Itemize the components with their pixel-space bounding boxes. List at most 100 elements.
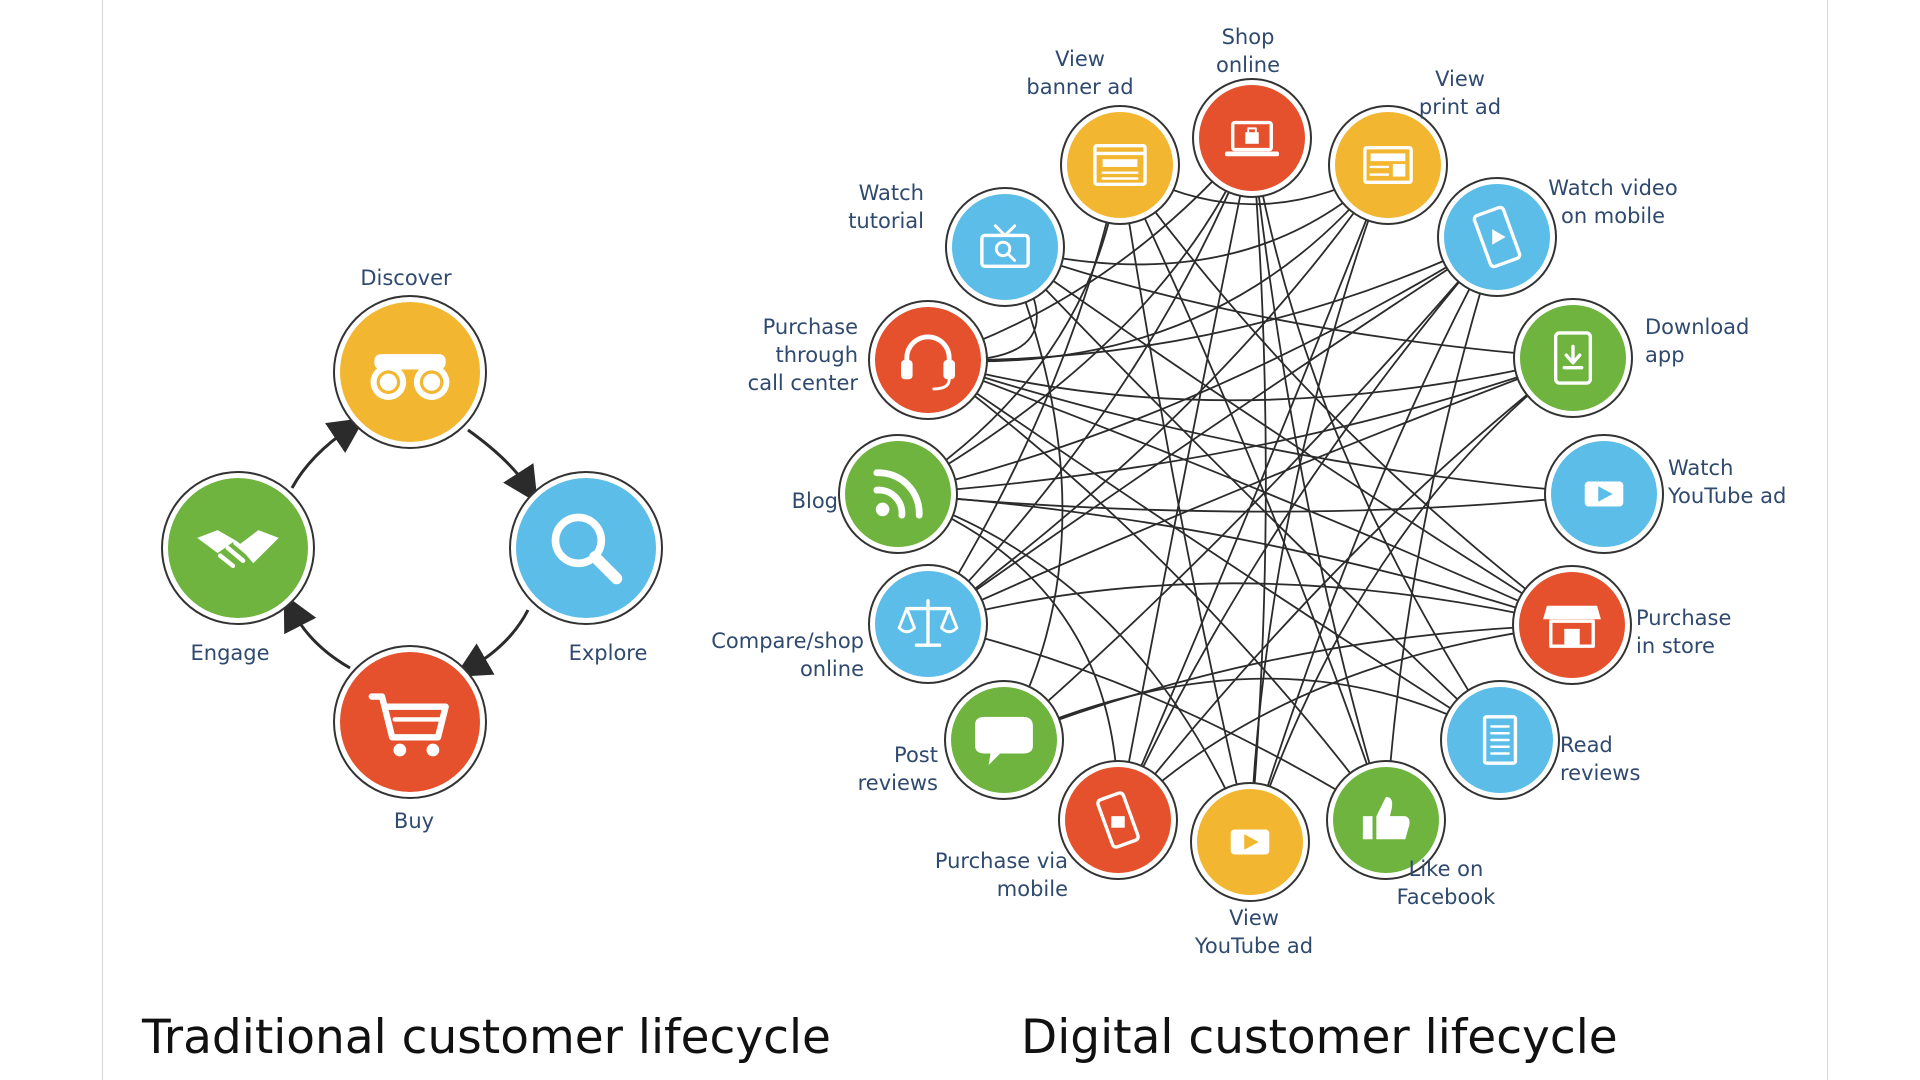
connection-line (927, 357, 1574, 625)
connection-line (897, 493, 1119, 821)
connection-line (927, 359, 1605, 495)
traditional-node-engage: Engage (161, 471, 315, 665)
connection-line (927, 359, 1387, 821)
connection-line (927, 164, 1121, 625)
connection-line (1249, 164, 1389, 843)
connection-line (1119, 164, 1251, 843)
connection-line (897, 493, 1573, 626)
connection-line (1119, 164, 1573, 626)
connection-line (1251, 137, 1387, 821)
cycle-arrow (283, 593, 351, 670)
blog-label: Blog (792, 489, 838, 513)
traditional-node-discover: Discover (333, 266, 487, 449)
connection-line (1249, 236, 1498, 843)
storefront-icon (1543, 605, 1601, 648)
connection-line (1003, 677, 1501, 741)
connection-line (897, 357, 1574, 495)
explore-label: Explore (569, 641, 648, 665)
connection-line (897, 493, 1251, 843)
connection-line (1004, 246, 1501, 741)
connection-line (927, 623, 1387, 821)
connection-line (927, 236, 1498, 362)
mobile-bag-icon (1096, 791, 1140, 849)
connection-line (1119, 164, 1387, 821)
buy-label: Buy (394, 809, 434, 833)
thumbs-up-icon (1362, 796, 1410, 840)
magnifier-icon (551, 513, 623, 585)
newspaper-icon (1363, 145, 1413, 185)
blog-circle (845, 441, 951, 547)
document-icon (1482, 715, 1518, 765)
headset-icon (901, 334, 955, 391)
digital-node-blog: Blog (792, 434, 958, 554)
watch-tutorial-circle (952, 194, 1058, 300)
binoculars-icon (370, 354, 450, 400)
traditional-caption: Traditional customer lifecycle (142, 1010, 831, 1065)
connection-line (927, 359, 1573, 626)
engage-circle (168, 478, 308, 618)
connection-line (927, 236, 1498, 625)
tv-search-icon (980, 224, 1030, 268)
connection-line (1004, 246, 1574, 359)
connection-line (1117, 357, 1574, 821)
speech-stars-icon (975, 716, 1033, 766)
digital-caption: Digital customer lifecycle (1021, 1010, 1618, 1065)
engage-label: Engage (190, 641, 269, 665)
connection-line (927, 357, 1574, 402)
shopping-cart-icon (368, 693, 449, 757)
connection-line (927, 164, 1389, 625)
traditional-node-explore: Explore (509, 471, 663, 665)
browser-window-icon (1093, 144, 1147, 186)
buy-circle (340, 652, 480, 792)
connection-line (1117, 164, 1389, 821)
connection-line (1385, 236, 1498, 821)
discover-circle (340, 302, 480, 442)
content-frame (102, 0, 1828, 1080)
connection-line (1003, 236, 1498, 741)
connection-line (1117, 236, 1498, 821)
view-print-ad-circle (1335, 112, 1441, 218)
connection-line (927, 582, 1573, 626)
connection-line (1003, 246, 1064, 741)
scales-icon (897, 599, 959, 647)
digital-connections (897, 137, 1605, 843)
connection-line (1117, 624, 1573, 821)
connection-line (927, 137, 1253, 625)
connection-line (927, 164, 1389, 363)
connection-line (1117, 137, 1253, 821)
cycle-arrow (467, 428, 538, 504)
mobile-play-icon (1472, 205, 1522, 269)
rss-icon (873, 469, 923, 519)
connection-line (927, 359, 1501, 741)
